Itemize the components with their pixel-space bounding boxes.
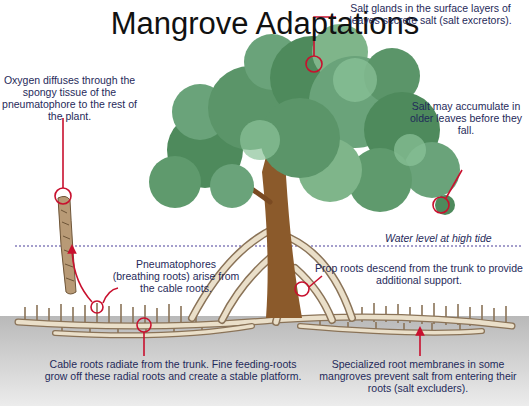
leader-arrow	[419, 328, 421, 356]
callout-circle	[137, 318, 151, 332]
callout-text: Salt may accumulate in older leaves befo…	[408, 100, 524, 136]
ground	[0, 316, 529, 406]
leaf-cluster	[149, 156, 201, 208]
pneumatophore-texture	[61, 210, 74, 281]
callout-circle	[433, 197, 449, 213]
leaf-highlight	[394, 134, 426, 166]
cable-root	[55, 326, 482, 335]
callout-text: Salt glands in the surface layers of lea…	[338, 2, 523, 26]
callout-text: Specialized root membranes in some mangr…	[310, 358, 526, 394]
callout-text: Cable roots radiate from the trunk. Fine…	[38, 358, 308, 382]
leader-line	[62, 118, 64, 188]
leaf-highlight	[333, 58, 377, 102]
leader-arrow	[72, 246, 92, 302]
callout-text: Oxygen diffuses through the spongy tissu…	[2, 74, 137, 122]
pneumatophore-detail	[58, 196, 76, 294]
cable-root-outline	[55, 326, 482, 335]
leader-line	[446, 170, 462, 198]
water-level-label: Water level at high tide	[385, 232, 525, 244]
leaf-highlight	[240, 120, 280, 160]
leader-line	[309, 276, 322, 287]
leader-line	[143, 332, 145, 356]
callout-text: Prop roots descend from the trunk to pro…	[312, 262, 526, 286]
callout-text: Pneumatophores (breathing roots) arise f…	[112, 258, 240, 294]
callout-circle	[55, 188, 71, 204]
cable-root-outline	[18, 317, 512, 326]
callout-circle	[295, 282, 309, 296]
cable-root	[18, 317, 512, 326]
callout-circle	[306, 56, 322, 72]
leaf-cluster	[210, 164, 254, 208]
callout-circle	[91, 301, 103, 313]
leader-line	[103, 288, 118, 303]
